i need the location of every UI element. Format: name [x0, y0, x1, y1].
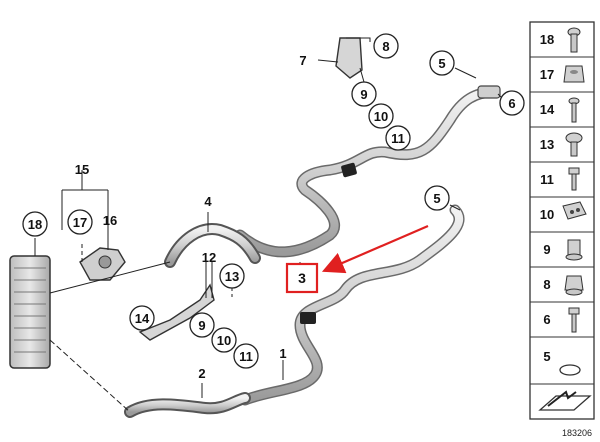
- callout-9-upper[interactable]: 9: [351, 81, 377, 107]
- svg-text:5: 5: [433, 191, 440, 206]
- svg-text:10: 10: [540, 207, 554, 222]
- thermostat-housing: [79, 247, 126, 281]
- svg-text:13: 13: [225, 269, 239, 284]
- flange-screw-icon: [565, 132, 583, 157]
- svg-text:14: 14: [135, 311, 150, 326]
- clamp-icon: [562, 201, 587, 220]
- svg-text:11: 11: [540, 172, 554, 187]
- svg-text:9: 9: [543, 242, 550, 257]
- arrow-pointer-icon: [538, 390, 592, 411]
- pipe-upper: [234, 85, 501, 258]
- callout-4[interactable]: 4: [204, 194, 212, 209]
- svg-text:11: 11: [239, 349, 253, 364]
- hose-4: [164, 223, 261, 268]
- legend-item-8[interactable]: 8: [543, 275, 584, 296]
- svg-text:6: 6: [543, 312, 550, 327]
- callout-6[interactable]: 6: [499, 90, 525, 116]
- pipe-sleeve: [341, 162, 357, 178]
- legend-item-6[interactable]: 6: [543, 307, 580, 333]
- svg-text:18: 18: [540, 32, 554, 47]
- o-ring-icon: [559, 364, 581, 376]
- collar-nut-icon: [564, 275, 584, 296]
- callout-10-upper[interactable]: 10: [368, 103, 394, 129]
- svg-text:17: 17: [73, 215, 87, 230]
- legend-item-10[interactable]: 10: [540, 201, 587, 222]
- bracket-upper: [335, 37, 363, 79]
- svg-text:11: 11: [391, 131, 405, 146]
- callout-12[interactable]: 12: [202, 250, 216, 265]
- nut-icon: [563, 65, 585, 83]
- oil-cooler: [9, 255, 51, 369]
- hose-2: [124, 392, 251, 418]
- legend-item-18[interactable]: 18: [540, 27, 581, 53]
- hex-bolt-icon: [568, 167, 580, 191]
- bolt-icon: [568, 97, 580, 123]
- legend-item-5[interactable]: 5: [543, 349, 581, 376]
- svg-text:18: 18: [28, 217, 42, 232]
- highlight-label: 3: [298, 270, 306, 286]
- document-id: 183206: [562, 428, 592, 438]
- callout-11-lower[interactable]: 11: [233, 343, 259, 369]
- svg-text:6: 6: [508, 96, 515, 111]
- svg-text:14: 14: [540, 102, 555, 117]
- callout-11-upper[interactable]: 11: [385, 125, 411, 151]
- svg-text:5: 5: [438, 56, 445, 71]
- svg-text:10: 10: [374, 109, 388, 124]
- callout-2[interactable]: 2: [198, 366, 205, 381]
- screw-icon: [567, 27, 581, 53]
- callout-14[interactable]: 14: [129, 305, 155, 331]
- pipe-fitting: [477, 85, 501, 99]
- legend-item-14[interactable]: 14: [540, 97, 580, 123]
- legend-item-17[interactable]: 17: [540, 65, 585, 83]
- callout-17[interactable]: 17: [67, 209, 93, 235]
- callout-5-lower[interactable]: 5: [424, 185, 450, 211]
- highlight-arrow: [321, 224, 429, 274]
- callout-1[interactable]: 1: [279, 346, 286, 361]
- callout-8-upper[interactable]: 8: [373, 33, 399, 59]
- legend-item-13[interactable]: 13: [540, 132, 583, 157]
- legend-item-9[interactable]: 9: [543, 239, 583, 261]
- svg-text:13: 13: [540, 137, 554, 152]
- callout-10-lower[interactable]: 10: [211, 327, 237, 353]
- pipe-sleeve: [300, 312, 316, 324]
- svg-text:10: 10: [217, 333, 231, 348]
- highlight-part-3[interactable]: 3: [285, 262, 319, 294]
- svg-text:9: 9: [198, 318, 205, 333]
- callout-5-upper[interactable]: 5: [429, 50, 455, 76]
- callout-15[interactable]: 15: [75, 162, 89, 177]
- svg-text:9: 9: [360, 87, 367, 102]
- svg-text:17: 17: [540, 67, 554, 82]
- hex-screw-icon: [568, 307, 580, 333]
- callout-9-lower[interactable]: 9: [189, 312, 215, 338]
- svg-text:5: 5: [543, 349, 550, 364]
- svg-text:8: 8: [382, 39, 389, 54]
- legend-item-11[interactable]: 11: [540, 167, 580, 191]
- svg-text:8: 8: [543, 277, 550, 292]
- callout-16[interactable]: 16: [103, 213, 117, 228]
- pipe-lower: [239, 204, 465, 406]
- sleeve-nut-icon: [565, 239, 583, 261]
- callout-13[interactable]: 13: [219, 263, 245, 289]
- highlight-box: [285, 262, 319, 294]
- parts-legend: [529, 21, 595, 420]
- callout-7[interactable]: 7: [299, 53, 306, 68]
- callout-18[interactable]: 18: [22, 211, 48, 237]
